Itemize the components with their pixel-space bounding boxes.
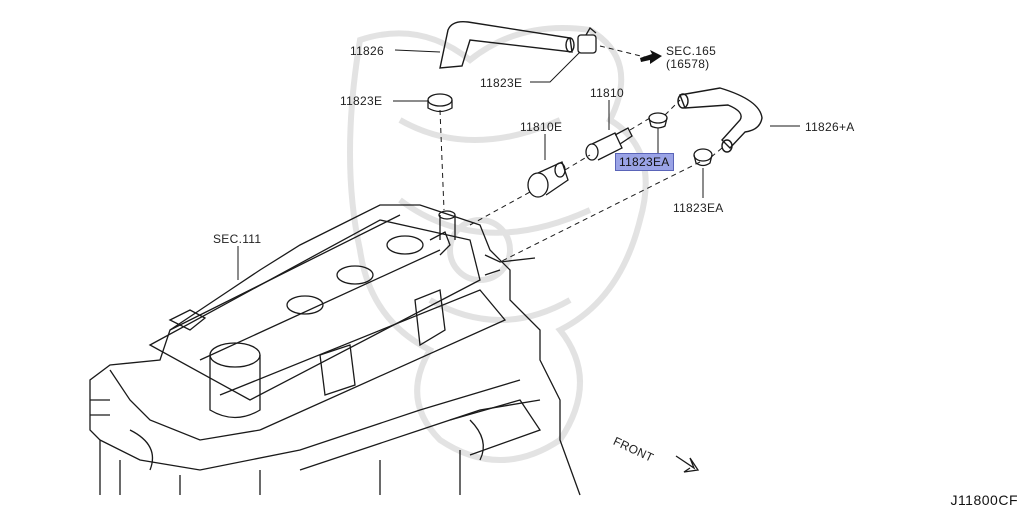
grommet-11810e: [527, 161, 569, 198]
label-11810e: 11810E: [520, 120, 563, 134]
label-sec165-sub: (16578): [666, 57, 710, 71]
diagram-code: J11800CF: [950, 492, 1018, 508]
label-11810: 11810: [590, 86, 624, 100]
label-sec165: SEC.165: [666, 44, 717, 58]
front-arrow-icon: [675, 455, 700, 473]
clamp-11823e-left: [427, 93, 453, 113]
clamp-11823ea-highlighted: [648, 112, 668, 129]
pcv-valve-11810: [585, 127, 633, 161]
clamp-11823e-upper: [577, 27, 597, 54]
label-11826-a: 11826+A: [805, 120, 855, 134]
hose-11826: [439, 20, 575, 69]
label-11823e-upper: 11823E: [480, 76, 523, 90]
label-11823e-left: 11823E: [340, 94, 383, 108]
sec165-arrow-icon: [640, 50, 662, 64]
dashed-guides: [439, 45, 723, 263]
label-11826: 11826: [350, 44, 384, 58]
engine-block: [89, 204, 581, 496]
label-11823ea-highlighted[interactable]: 11823EA: [615, 153, 674, 171]
label-sec111: SEC.111: [213, 232, 262, 246]
hose-11826-a: [677, 87, 763, 153]
label-11823ea-lower: 11823EA: [673, 201, 724, 215]
clamp-11823ea-lower: [693, 148, 713, 167]
